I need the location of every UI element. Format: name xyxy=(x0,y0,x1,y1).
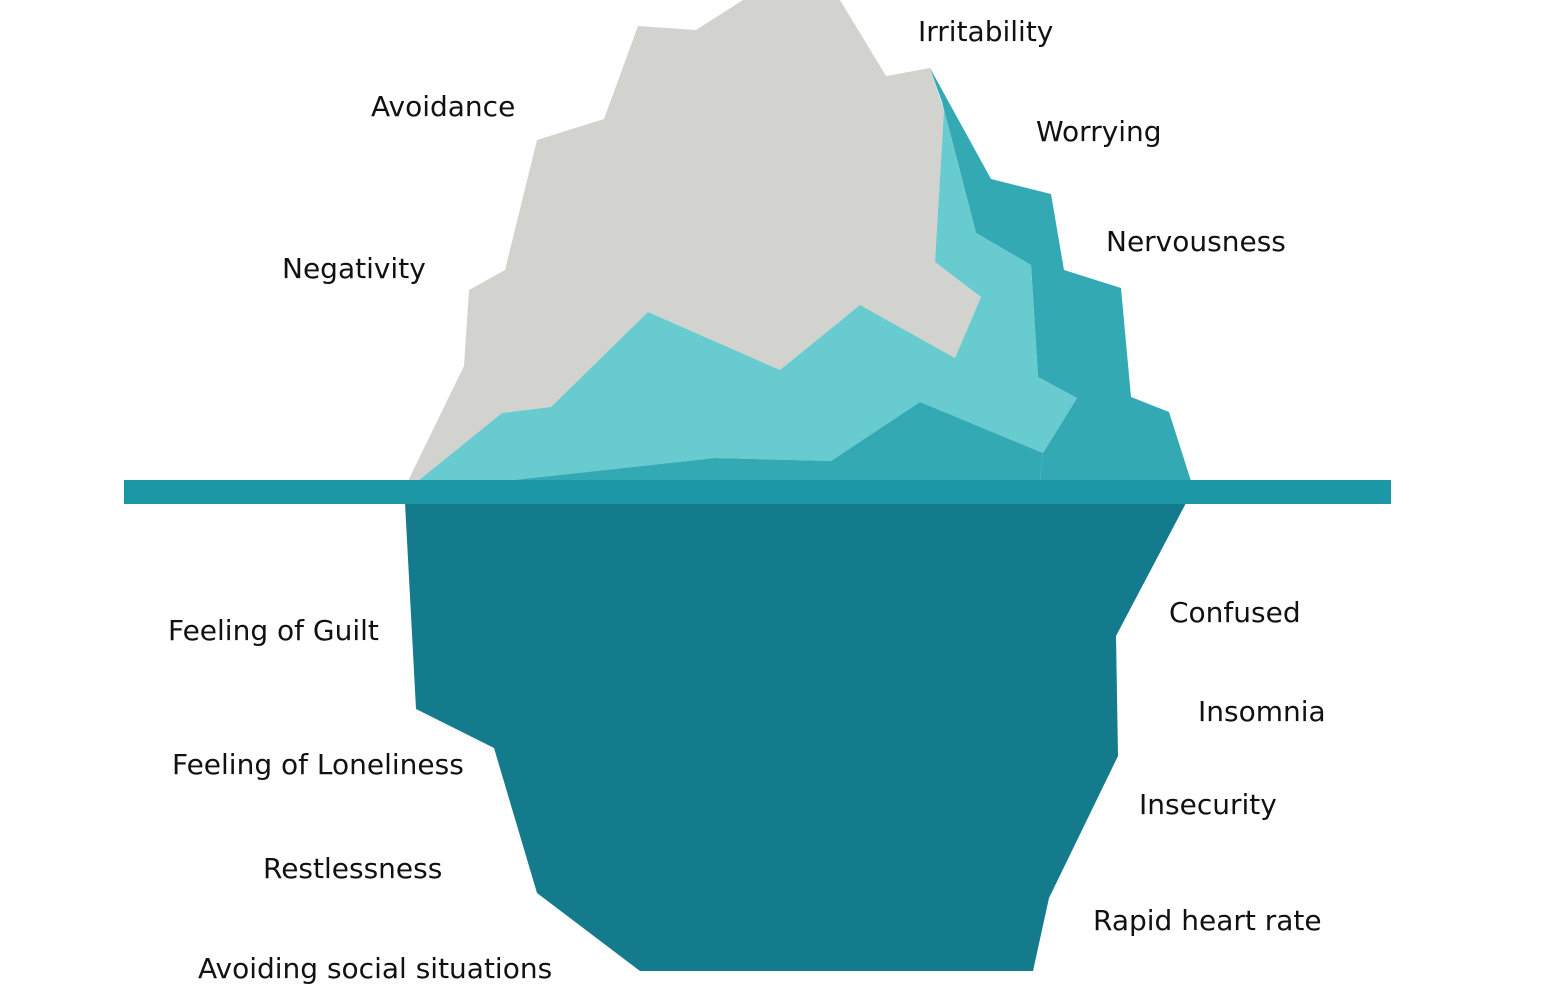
label-feeling-of-loneliness: Feeling of Loneliness xyxy=(172,748,464,781)
iceberg-base-facet xyxy=(505,402,1043,481)
label-avoiding-social-situations: Avoiding social situations xyxy=(198,952,553,985)
label-worrying: Worrying xyxy=(1036,115,1162,148)
iceberg-underwater xyxy=(405,503,1186,971)
label-insecurity: Insecurity xyxy=(1139,788,1277,821)
iceberg-light-facet xyxy=(418,110,1077,481)
label-rapid-heart-rate: Rapid heart rate xyxy=(1093,904,1322,937)
label-feeling-of-guilt: Feeling of Guilt xyxy=(168,614,379,647)
label-avoidance: Avoidance xyxy=(371,90,516,123)
waterline xyxy=(124,480,1391,504)
iceberg-right-face xyxy=(930,68,1191,481)
label-irritability: Irritability xyxy=(918,15,1054,48)
label-insomnia: Insomnia xyxy=(1198,695,1326,728)
label-confused: Confused xyxy=(1169,596,1301,629)
iceberg-snow-cap xyxy=(408,0,981,481)
label-nervousness: Nervousness xyxy=(1106,225,1286,258)
label-restlessness: Restlessness xyxy=(263,852,443,885)
label-negativity: Negativity xyxy=(282,252,426,285)
